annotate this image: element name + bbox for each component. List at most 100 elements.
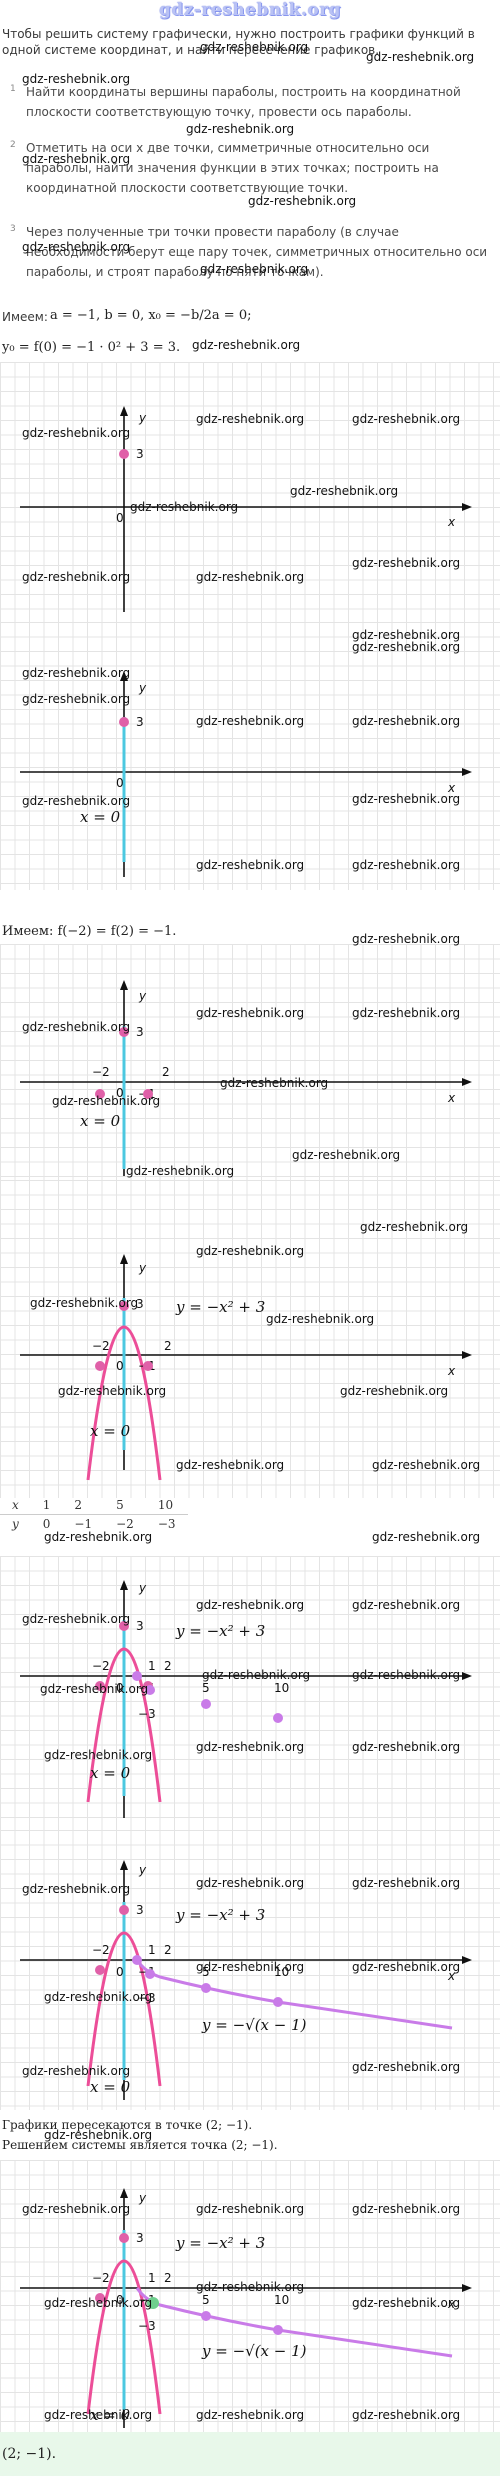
watermark: gdz-reshebnik.org [196,2202,305,2216]
watermark: gdz-reshebnik.org [196,1598,305,1612]
origin-label: 0 [116,2293,124,2307]
watermark: gdz-reshebnik.org [200,40,309,54]
table-cell: 1 [30,1496,63,1515]
table-row-y: y 0 −1 −2 −3 [0,1515,188,1534]
root-point-10 [273,2325,283,2335]
axis-equation-label: x = 0 [90,1764,131,1782]
graph-symmetric-points: x y 0 3 −2 2 −1 x = 0 [0,944,500,1180]
table-cell: −3 [157,1517,176,1531]
root-point-2 [145,1685,155,1695]
watermark: gdz-reshebnik.org [30,1296,139,1310]
x-axis-arrow-icon [462,2284,472,2292]
watermark: gdz-reshebnik.org [196,714,305,728]
watermark: gdz-reshebnik.org [352,628,461,642]
parabola-curve [86,1931,162,2087]
watermark: gdz-reshebnik.org [130,500,239,514]
root-function-label: y = −√(x − 1) [201,2342,307,2360]
y-axis-arrow-icon [120,1860,128,1870]
table-cell: −2 [116,1517,134,1531]
vertex-formula: a = −1, b = 0, x₀ = −b/2a = 0; [50,308,252,323]
watermark: gdz-reshebnik.org [22,1020,131,1034]
y-axis-arrow-icon [120,406,128,416]
parabola-curve [86,1647,162,1803]
watermark: gdz-reshebnik.org [196,1960,305,1974]
watermark: gdz-reshebnik.org [22,570,131,584]
watermark: gdz-reshebnik.org [196,412,305,426]
x-axis-label: x [447,2297,456,2311]
x-axis-arrow-icon [462,1956,472,1964]
watermark: gdz-reshebnik.org [44,2128,153,2142]
parabola-label: y = −x² + 3 [175,1298,265,1316]
parabola-label: y = −x² + 3 [175,2234,265,2252]
watermark: gdz-reshebnik.org [352,792,461,806]
origin-label: 0 [116,776,124,790]
tick-neg2-label: −2 [92,2271,110,2285]
watermark: gdz-reshebnik.org [58,1384,167,1398]
tick-neg3-label: −3 [138,2319,156,2333]
step-3-text: Через полученные три точки провести пара… [26,225,488,279]
watermark: gdz-reshebnik.org [186,122,295,136]
watermark: gdz-reshebnik.org [44,2296,153,2310]
watermark: gdz-reshebnik.org [44,1748,153,1762]
y-axis-arrow-icon [120,2188,128,2198]
watermark: gdz-reshebnik.org [22,1612,131,1626]
intro-text: Чтобы решить систему графически, нужно п… [2,27,475,57]
y-axis-label: y [138,1863,147,1877]
graph-intersection-svg: x y 0 3 −2 1 2 −1 −3 5 10 y = −x² + 3 y … [20,2188,472,2428]
vertex-point [119,1301,129,1311]
y-axis-label: y [138,1581,147,1595]
y-axis-label: y [138,1261,147,1275]
tick-3-label: 3 [136,2231,144,2245]
watermark: gdz-reshebnik.org [176,1458,285,1472]
tick-2-label: 2 [164,1339,172,1353]
watermark: gdz-reshebnik.org [352,1960,461,1974]
watermark: gdz-reshebnik.org [196,1244,305,1258]
point-neg2 [95,2293,105,2303]
graph-symmetric-svg: x y 0 3 −2 2 −1 x = 0 [20,980,472,1176]
x-axis-label: x [447,1091,456,1105]
watermark: gdz-reshebnik.org [22,2064,131,2078]
step-1-number: 1 [10,84,16,94]
x-axis-arrow-icon [462,503,472,511]
tick-10-label: 10 [274,1965,289,1979]
watermark: gdz-reshebnik.org [220,1076,329,1090]
axis-equation-label: x = 0 [90,2406,131,2424]
root-function-label: y = −√(x − 1) [201,2016,307,2034]
vertex-point [119,1905,129,1915]
graph-root-points: y 0 3 −2 2 1 −1 −3 5 10 y = −x² + 3 x = … [0,1556,500,1830]
intersection-point [147,2297,159,2309]
watermark: gdz-reshebnik.org [196,858,305,872]
graph-axis: x y 0 3 x = 0 [0,622,500,890]
watermark: gdz-reshebnik.org [352,932,461,946]
root-point-1 [132,1671,142,1681]
watermark: gdz-reshebnik.org [290,484,399,498]
tick-3-label: 3 [136,1297,144,1311]
tick-5-label: 5 [202,1681,210,1695]
table-cell: 0 [42,1517,51,1531]
point-2 [143,1361,153,1371]
step-1-text: Найти координаты вершины параболы, постр… [26,85,461,119]
point-neg2 [95,1361,105,1371]
watermark: gdz-reshebnik.org [44,1530,153,1544]
watermark: gdz-reshebnik.org [202,1668,311,1682]
x-axis-arrow-icon [462,1672,472,1680]
watermark: gdz-reshebnik.org [22,426,131,440]
tick-neg3-label: −3 [138,1707,156,1721]
graph-axis-svg: x y 0 3 x = 0 [20,671,472,877]
axis-equation-label: x = 0 [90,1422,131,1440]
watermark: gdz-reshebnik.org [352,412,461,426]
x-axis-label: x [447,1969,456,1983]
graph-intersection: x y 0 3 −2 1 2 −1 −3 5 10 y = −x² + 3 y … [0,2160,500,2432]
watermark: gdz-reshebnik.org [196,1876,305,1890]
tick-10-label: 10 [274,1681,289,1695]
watermark: gdz-reshebnik.org [196,570,305,584]
graph-parabola: x y 0 3 −2 2 −1 y = −x² + 3 x = 0 [0,1180,500,1498]
watermark: gdz-reshebnik.org [372,1458,481,1472]
watermark: gdz-reshebnik.org [352,1876,461,1890]
root-point-10 [273,1713,283,1723]
watermark: gdz-reshebnik.org [352,714,461,728]
x-axis-label: x [447,781,456,795]
watermark: gdz-reshebnik.org [192,338,301,352]
vertex-point [119,717,129,727]
watermark: gdz-reshebnik.org [22,1882,131,1896]
